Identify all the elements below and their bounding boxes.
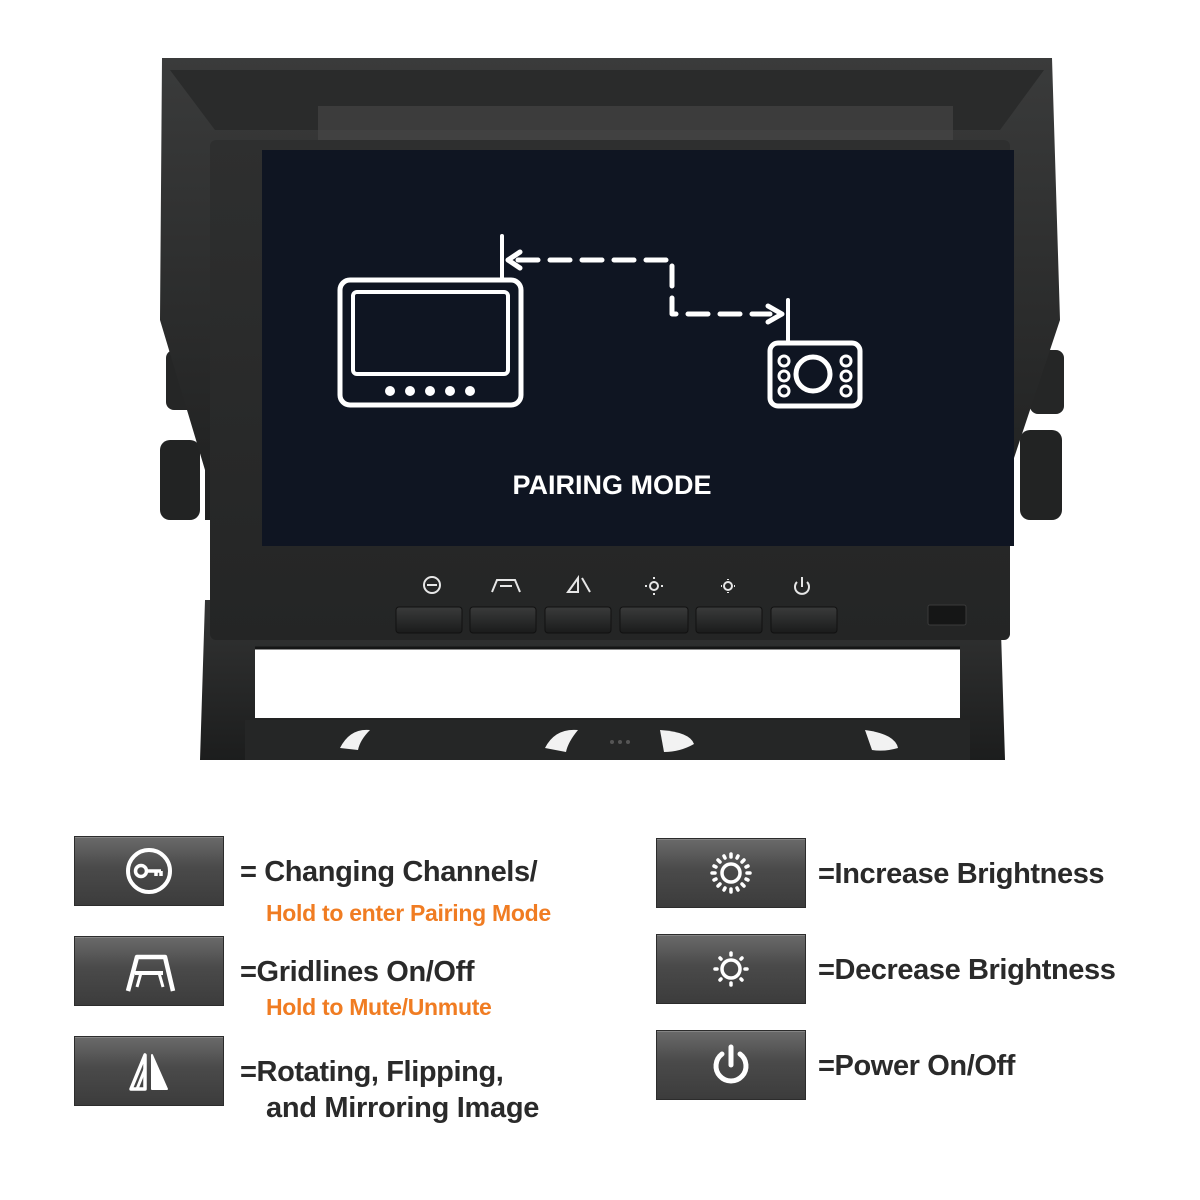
pairing-diagram <box>337 234 863 409</box>
legend-label: =Decrease Brightness <box>818 954 1116 986</box>
brightness-up-key <box>656 838 806 908</box>
legend-label: =Power On/Off <box>818 1050 1016 1082</box>
legend-item-brightness-up: =Increase Brightness <box>656 838 1196 912</box>
monitor-screen <box>262 150 1014 546</box>
channel-key-icon <box>126 848 172 894</box>
camera-glyph-icon <box>767 340 863 409</box>
screen-title: PAIRING MODE <box>512 470 711 500</box>
mirror-icon <box>129 1053 168 1091</box>
button-legend: = Changing Channels/ Hold to enter Pairi… <box>0 800 1200 1200</box>
brightness-up-small-icon <box>645 577 663 595</box>
brightness-down-small-icon <box>721 579 735 593</box>
legend-label: =Increase Brightness <box>818 858 1105 890</box>
brightness-down-key <box>656 934 806 1004</box>
legend-item-mirror: =Rotating, Flipping, and Mirroring Image <box>74 1036 634 1124</box>
gridlines-small-icon <box>491 579 521 593</box>
mount-bracket <box>200 600 1005 760</box>
legend-label: = Changing Channels/ <box>240 856 538 888</box>
brightness-down-icon <box>713 951 749 987</box>
gridlines-icon <box>125 954 176 992</box>
button-icons <box>423 574 810 595</box>
brightness-down-button[interactable] <box>695 606 763 634</box>
power-small-icon <box>794 577 810 595</box>
legend-item-channels: = Changing Channels/ Hold to enter Pairi… <box>74 836 634 926</box>
legend-item-gridlines: =Gridlines On/Off Hold to Mute/Unmute <box>74 936 634 1020</box>
brightness-up-button[interactable] <box>619 606 689 634</box>
monitor-illustration: PAIRING MODE <box>160 58 1064 760</box>
power-key <box>656 1030 806 1100</box>
mirror-small-icon <box>566 574 591 593</box>
mirror-key <box>74 1036 224 1106</box>
legend-label: =Rotating, Flipping, <box>240 1056 504 1088</box>
legend-item-power: =Power On/Off <box>656 1030 1196 1104</box>
legend-label: =Gridlines On/Off <box>240 956 475 988</box>
gridlines-key <box>74 936 224 1006</box>
channel-button[interactable] <box>395 606 463 634</box>
gridlines-button[interactable] <box>469 606 537 634</box>
legend-sublabel: Hold to enter Pairing Mode <box>266 900 551 926</box>
power-icon <box>713 1044 749 1084</box>
ir-sensor <box>927 604 967 626</box>
channel-key-small-icon <box>423 576 441 594</box>
legend-sublabel: Hold to Mute/Unmute <box>266 994 492 1020</box>
monitor-glyph-icon <box>337 277 524 408</box>
mirror-button[interactable] <box>544 606 612 634</box>
legend-item-brightness-down: =Decrease Brightness <box>656 934 1196 1008</box>
brightness-up-icon <box>710 852 752 894</box>
physical-buttons[interactable] <box>395 606 838 634</box>
channel-key <box>74 836 224 906</box>
power-button[interactable] <box>770 606 838 634</box>
legend-sublabel: and Mirroring Image <box>266 1092 540 1124</box>
